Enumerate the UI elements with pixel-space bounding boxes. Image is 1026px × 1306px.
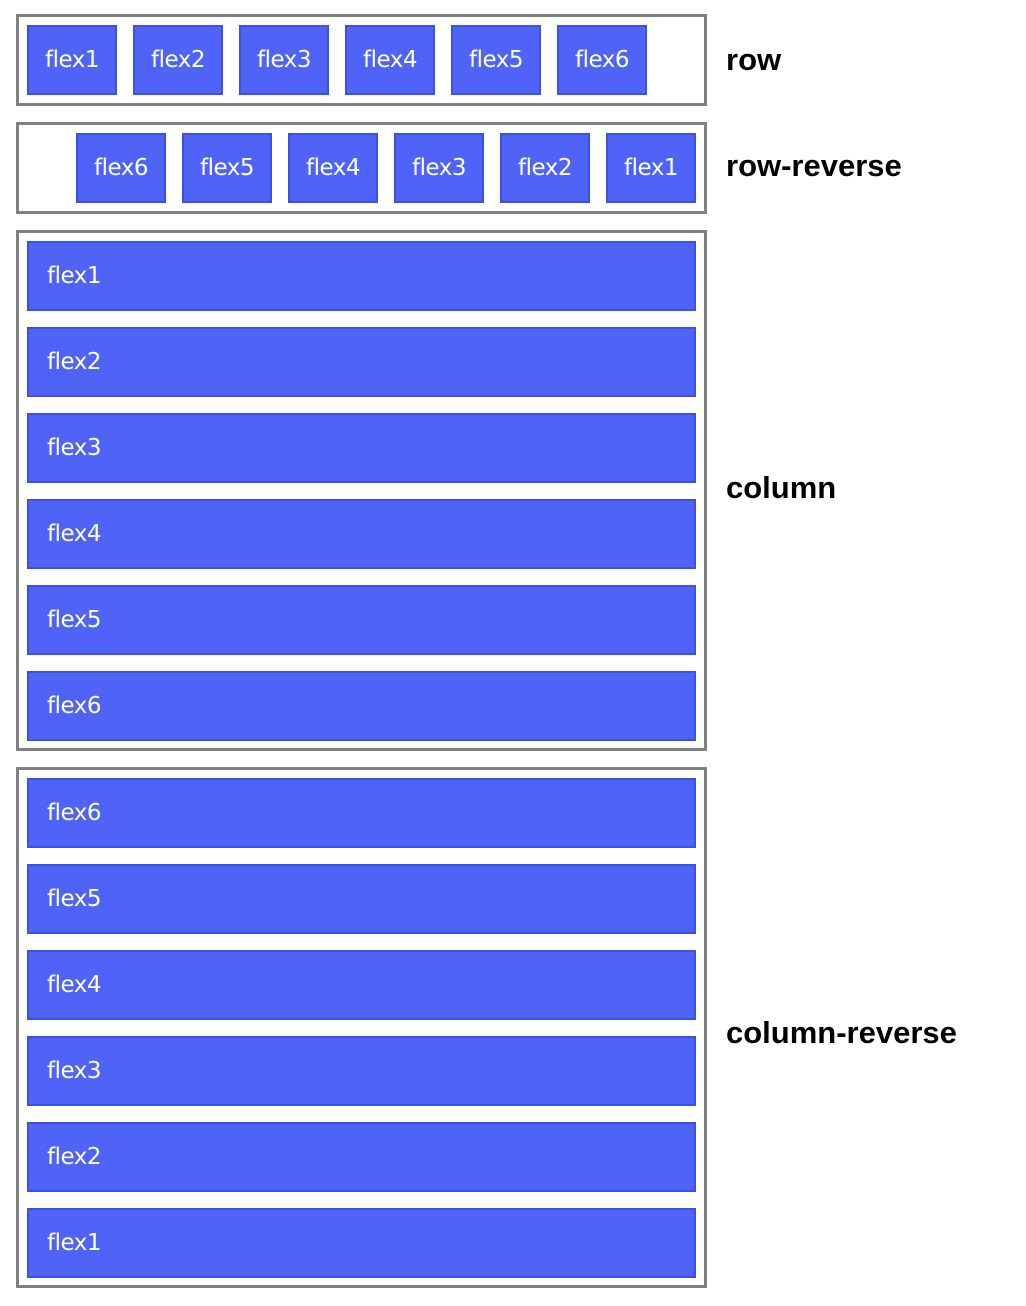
flex-item: flex6 bbox=[76, 133, 166, 203]
flex-item: flex6 bbox=[27, 670, 696, 741]
flex-container-row-reverse: flex6 flex5 flex4 flex3 flex2 flex1 bbox=[16, 122, 707, 214]
flex-item: flex1 bbox=[606, 133, 696, 203]
flex-item: flex5 bbox=[27, 863, 696, 934]
flex-item: flex3 bbox=[27, 1035, 696, 1106]
flex-container-column: flex1 flex2 flex3 flex4 flex5 flex6 bbox=[16, 230, 707, 751]
flex-item: flex5 bbox=[182, 133, 272, 203]
flex-item: flex5 bbox=[451, 25, 541, 95]
flex-item: flex2 bbox=[27, 326, 696, 397]
flex-item: flex4 bbox=[345, 25, 435, 95]
flex-item: flex4 bbox=[27, 498, 696, 569]
flex-item: flex1 bbox=[27, 25, 117, 95]
flex-item: flex2 bbox=[500, 133, 590, 203]
flex-container-column-reverse: flex6 flex5 flex4 flex3 flex2 flex1 bbox=[16, 767, 707, 1288]
flex-item: flex3 bbox=[394, 133, 484, 203]
flex-item: flex4 bbox=[288, 133, 378, 203]
flex-item: flex1 bbox=[27, 1207, 696, 1278]
flex-item: flex5 bbox=[27, 584, 696, 655]
flex-item: flex6 bbox=[27, 777, 696, 848]
flex-item: flex1 bbox=[27, 240, 696, 311]
flex-item: flex4 bbox=[27, 949, 696, 1020]
flex-item: flex6 bbox=[557, 25, 647, 95]
label-row-reverse: row-reverse bbox=[726, 148, 902, 183]
label-column-reverse: column-reverse bbox=[726, 1015, 957, 1050]
flex-container-row: flex1 flex2 flex3 flex4 flex5 flex6 bbox=[16, 14, 707, 106]
flex-item: flex3 bbox=[239, 25, 329, 95]
label-column: column bbox=[726, 470, 837, 505]
label-row: row bbox=[726, 42, 782, 77]
flex-item: flex2 bbox=[133, 25, 223, 95]
flex-item: flex2 bbox=[27, 1121, 696, 1192]
flex-item: flex3 bbox=[27, 412, 696, 483]
